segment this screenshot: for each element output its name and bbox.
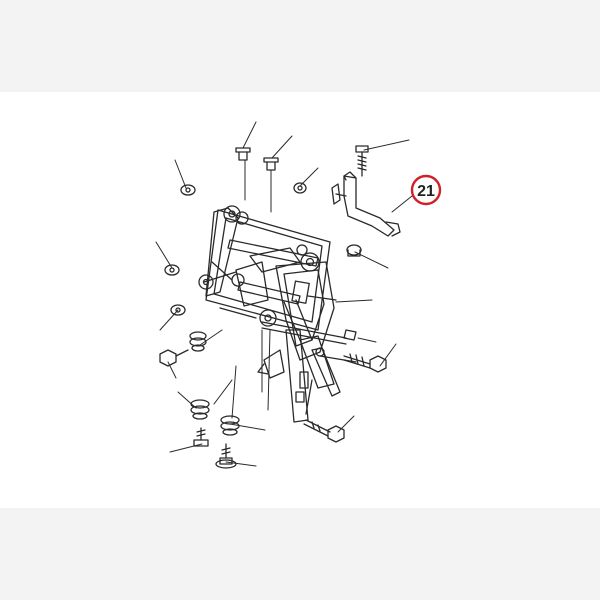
spacer-low-left <box>190 399 210 420</box>
screw-top-right <box>355 145 369 177</box>
bolt-top-left <box>235 147 251 161</box>
spacer-left-mid <box>189 331 207 352</box>
callout-ring <box>410 174 442 206</box>
nut-left-top <box>180 184 196 196</box>
screw-bottom-left <box>193 427 209 447</box>
callout-number: 21 <box>417 183 435 200</box>
bracket-frame <box>203 207 341 423</box>
bolt-right-upper <box>346 244 362 257</box>
hex-bolt-left <box>159 349 189 367</box>
part-21-bracket <box>331 171 401 237</box>
hex-bolt-bottom <box>303 419 345 443</box>
callout-21: 21 <box>391 174 442 213</box>
nut-left-mid <box>164 264 180 276</box>
screw-bottom-center <box>215 443 237 469</box>
nut-center-top <box>293 182 307 194</box>
diagram-panel <box>0 92 600 508</box>
nut-left-low <box>170 304 186 316</box>
hex-bolt-right <box>343 353 387 373</box>
spacer-low-center <box>220 415 240 436</box>
hardware <box>159 145 387 469</box>
bolt-top-center <box>263 157 279 171</box>
shafts <box>219 295 357 363</box>
